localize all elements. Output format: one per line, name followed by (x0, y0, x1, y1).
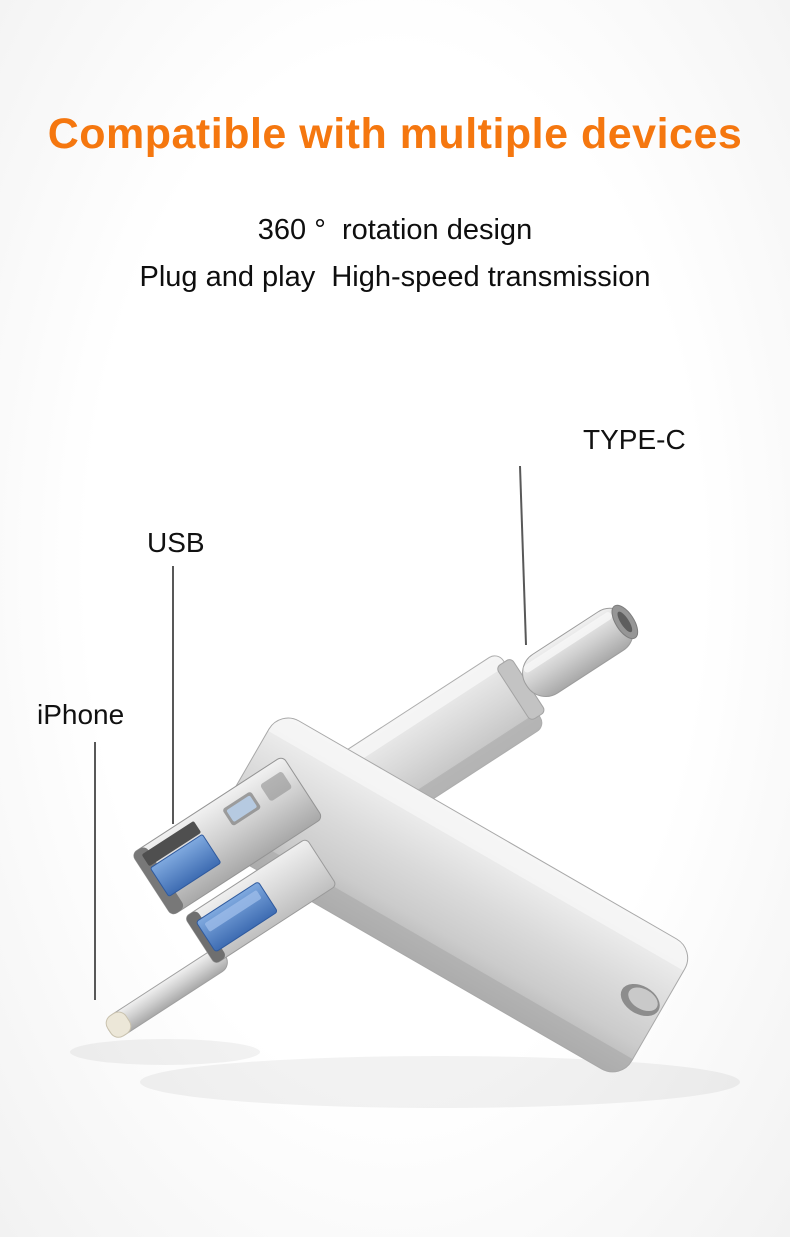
lightning-tip (105, 1011, 132, 1038)
callout-iphone-label: iPhone (37, 699, 125, 730)
lightning-shadow (70, 1039, 260, 1065)
page-title: Compatible with multiple devices (47, 110, 743, 158)
subtitle-features: Plug and play High-speed transmission (139, 261, 651, 293)
type-c-connector (522, 604, 639, 697)
drive-shadow (140, 1056, 740, 1108)
subtitle-rotation: 360 ° rotation design (257, 214, 533, 246)
lightning-connector (105, 949, 228, 1038)
micro-usb-connector (186, 839, 336, 963)
type-c-leader-line (519, 465, 527, 646)
usb-tongue (150, 834, 221, 897)
callout-type-c-label: TYPE-C (583, 424, 686, 455)
connector-stack (105, 757, 336, 1038)
leader-lines (94, 465, 527, 1000)
usb-connector (133, 757, 322, 915)
callout-usb-label: USB (147, 527, 205, 558)
